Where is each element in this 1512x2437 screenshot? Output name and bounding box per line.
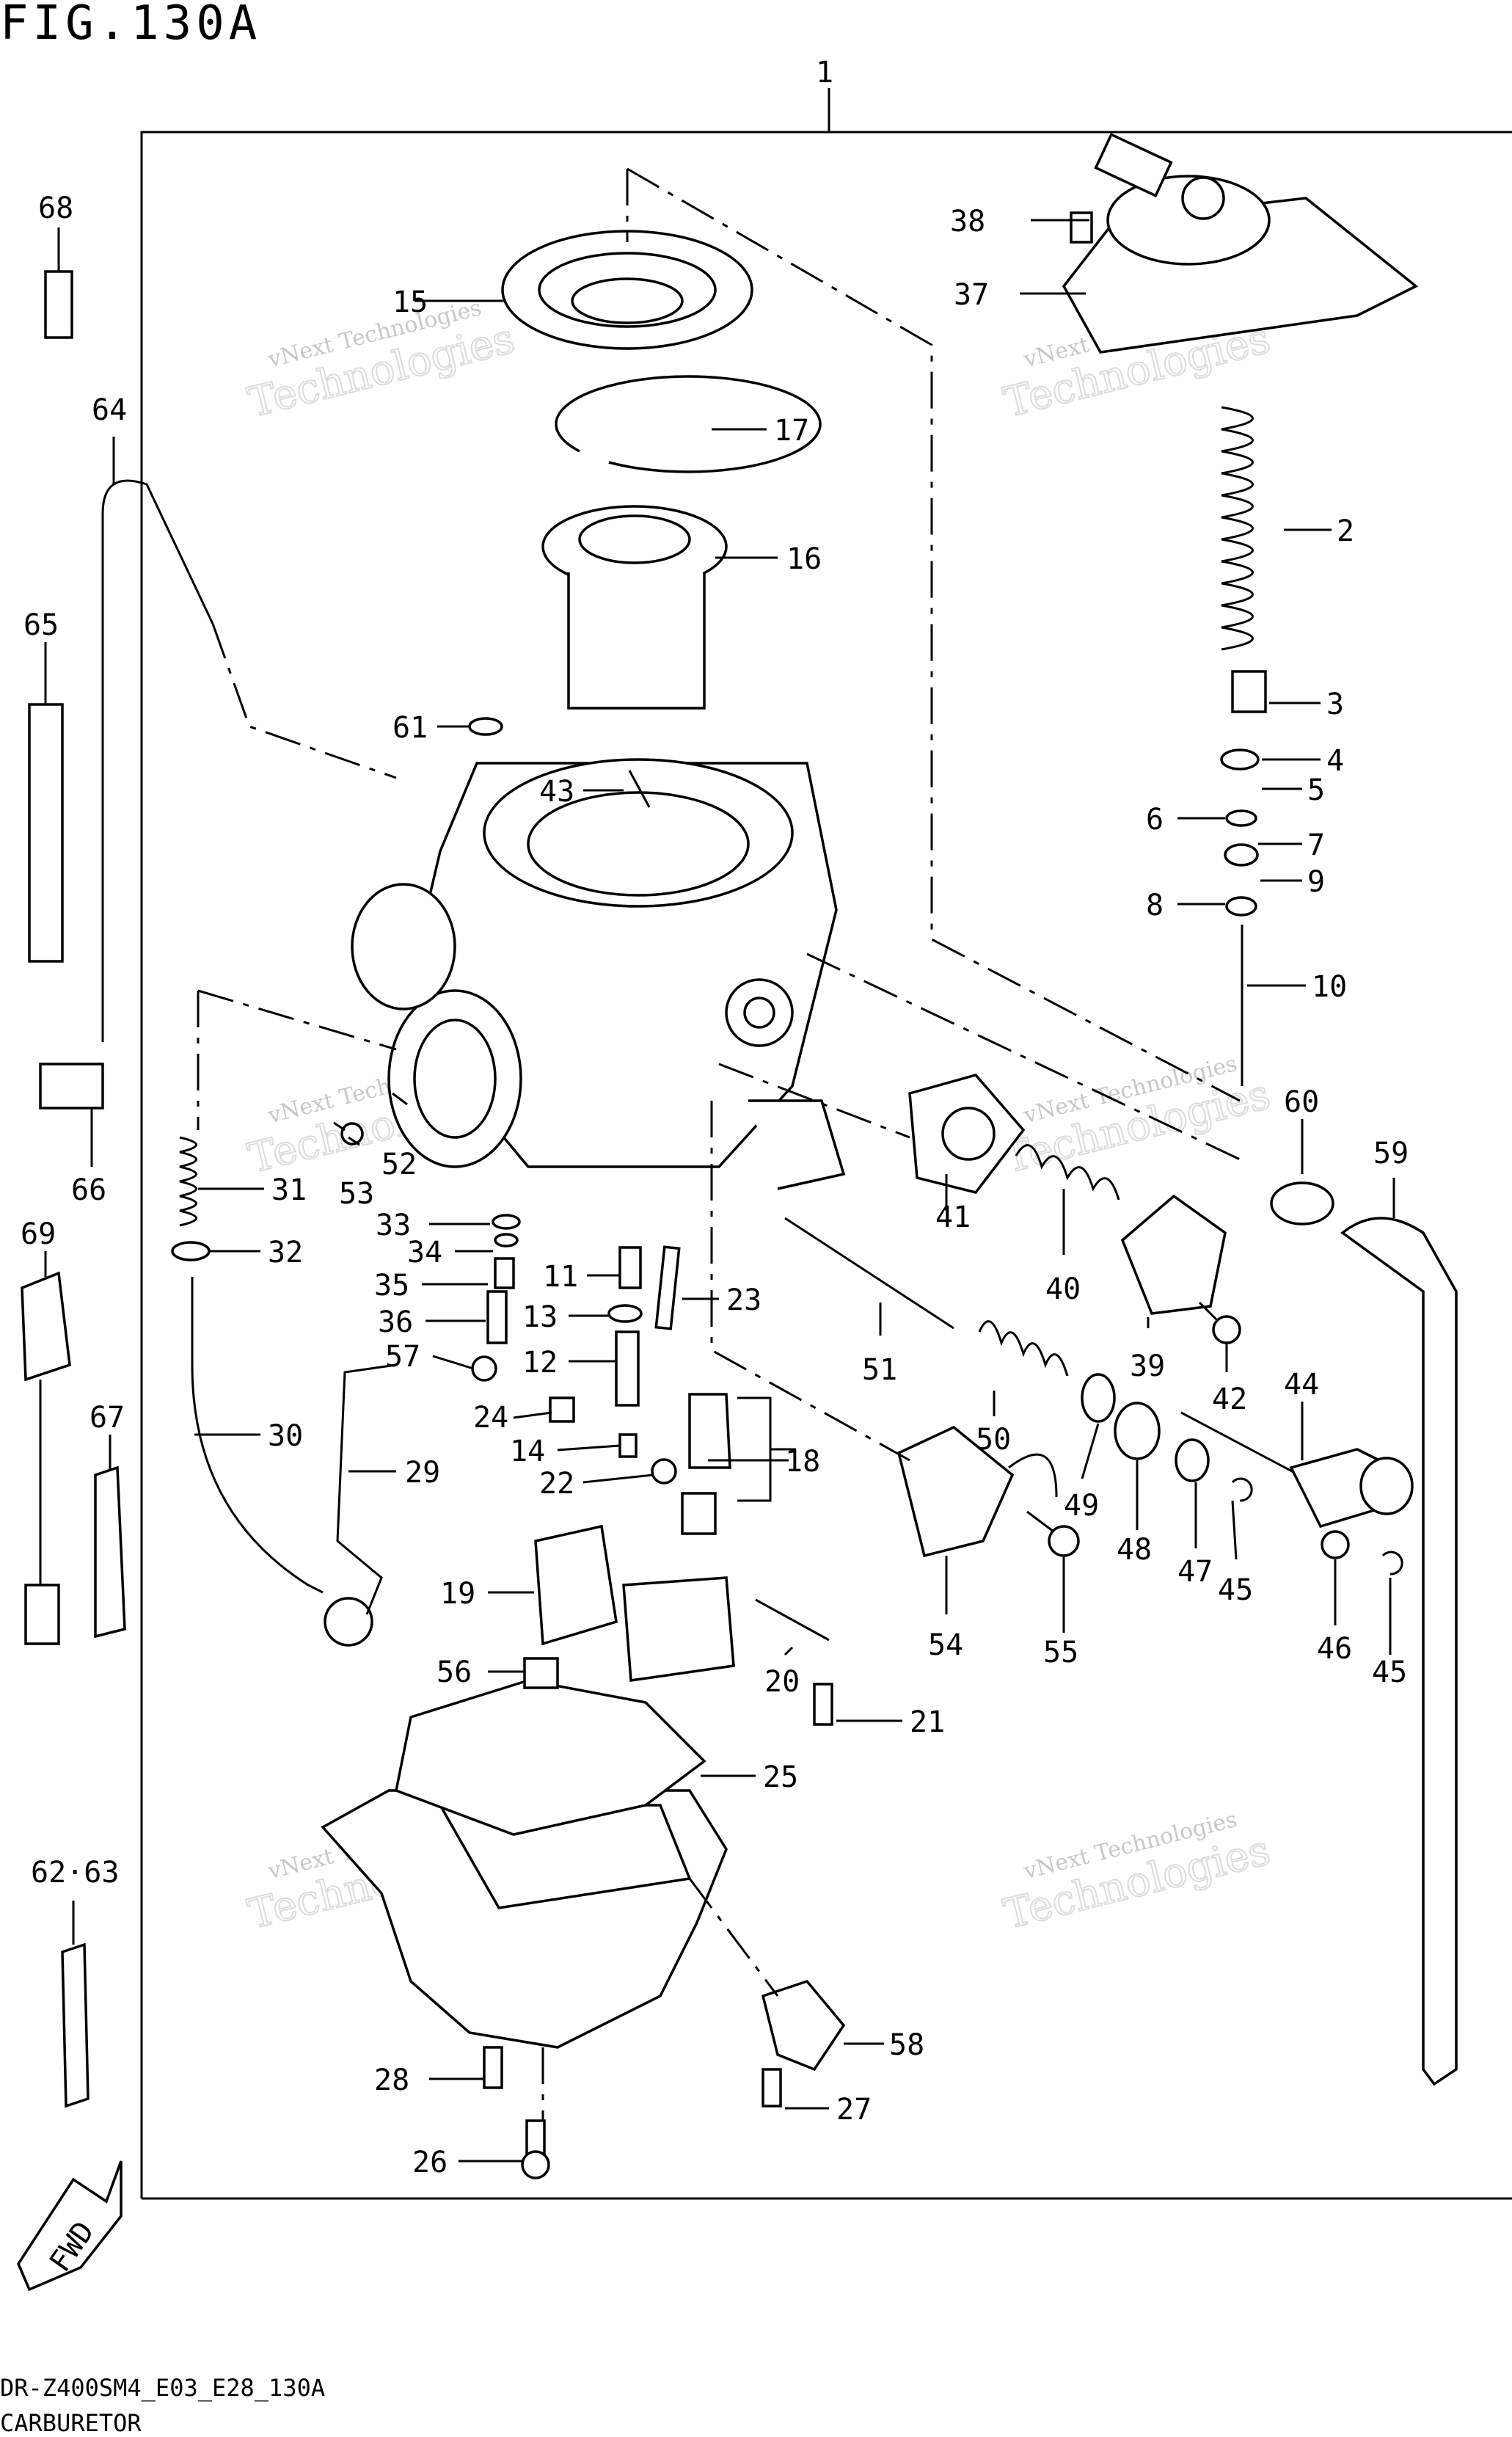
callout-30: 30 — [268, 1419, 303, 1453]
callout-numbers: 1 2 3 4 5 6 7 8 9 10 11 12 13 14 15 16 1… — [21, 56, 1409, 2179]
callout-58: 58 — [889, 2028, 924, 2062]
callout-35: 35 — [374, 1269, 409, 1303]
callout-53: 53 — [339, 1177, 374, 1211]
callout-21: 21 — [910, 1705, 945, 1739]
callout-6: 6 — [1146, 803, 1164, 837]
callout-13: 13 — [522, 1300, 558, 1334]
callout-31: 31 — [271, 1173, 307, 1207]
callout-24: 24 — [473, 1401, 508, 1435]
callout-45a: 45 — [1218, 1573, 1253, 1607]
callout-66: 66 — [71, 1173, 106, 1207]
callout-41: 41 — [935, 1201, 971, 1234]
assembly-frame — [140, 88, 1512, 2200]
callout-20: 20 — [764, 1665, 800, 1699]
callout-28: 28 — [374, 2063, 409, 2097]
footer-model-code: DR-Z400SM4_E03_E28_130A — [0, 2374, 326, 2402]
callout-8: 8 — [1146, 889, 1164, 922]
callout-62-63: 62·63 — [31, 1856, 119, 1890]
callout-69: 69 — [21, 1217, 56, 1251]
callout-59: 59 — [1373, 1137, 1409, 1170]
part-drawings — [21, 132, 1458, 2179]
callout-27: 27 — [836, 2093, 872, 2127]
callout-38: 38 — [950, 205, 985, 238]
callout-48: 48 — [1117, 1533, 1152, 1567]
callout-40: 40 — [1045, 1272, 1081, 1306]
callout-19: 19 — [440, 1577, 475, 1611]
callout-3: 3 — [1326, 688, 1344, 721]
callout-37: 37 — [954, 278, 989, 312]
callout-45b: 45 — [1372, 1655, 1407, 1689]
callout-47: 47 — [1177, 1555, 1213, 1589]
callout-49: 49 — [1064, 1489, 1099, 1523]
callout-32: 32 — [268, 1236, 303, 1270]
callout-54: 54 — [928, 1628, 963, 1662]
callout-7: 7 — [1307, 828, 1325, 862]
callout-22: 22 — [539, 1467, 574, 1501]
callout-9: 9 — [1307, 865, 1325, 899]
footer-section-name: CARBURETOR — [0, 2409, 142, 2437]
fwd-arrow-icon: FWD — [17, 2160, 123, 2292]
callout-64: 64 — [92, 393, 127, 427]
callout-15: 15 — [392, 285, 428, 319]
callout-39: 39 — [1130, 1349, 1165, 1383]
callout-2: 2 — [1337, 514, 1354, 548]
callout-23: 23 — [726, 1283, 762, 1317]
callout-12: 12 — [522, 1346, 558, 1380]
callout-18: 18 — [785, 1445, 820, 1479]
callout-29: 29 — [405, 1456, 440, 1490]
callout-11: 11 — [543, 1260, 578, 1294]
callout-10: 10 — [1312, 970, 1347, 1004]
callout-67: 67 — [90, 1401, 125, 1435]
callout-68: 68 — [38, 192, 73, 225]
callout-57: 57 — [385, 1340, 420, 1374]
callout-50: 50 — [976, 1423, 1011, 1457]
callout-1: 1 — [816, 56, 833, 90]
callout-36: 36 — [378, 1305, 413, 1339]
callout-56: 56 — [437, 1655, 472, 1689]
callout-4: 4 — [1326, 744, 1344, 778]
callout-55: 55 — [1043, 1636, 1078, 1669]
figure-title: FIG.130A — [0, 0, 262, 51]
callout-43: 43 — [539, 775, 574, 809]
callout-26: 26 — [412, 2146, 448, 2179]
callout-33: 33 — [376, 1209, 411, 1242]
callout-34: 34 — [407, 1236, 442, 1270]
callout-65: 65 — [23, 608, 59, 642]
callout-46: 46 — [1317, 1632, 1352, 1666]
callout-5: 5 — [1307, 773, 1325, 807]
callout-17: 17 — [774, 414, 809, 448]
callout-16: 16 — [786, 542, 822, 576]
callout-60: 60 — [1284, 1085, 1319, 1119]
callout-14: 14 — [510, 1435, 545, 1468]
leader-lines — [44, 167, 1395, 2163]
callout-51: 51 — [862, 1353, 897, 1387]
callout-44: 44 — [1284, 1368, 1319, 1402]
callout-52: 52 — [381, 1148, 417, 1181]
callout-25: 25 — [763, 1760, 798, 1794]
callout-42: 42 — [1212, 1383, 1247, 1416]
callout-61: 61 — [392, 711, 428, 745]
